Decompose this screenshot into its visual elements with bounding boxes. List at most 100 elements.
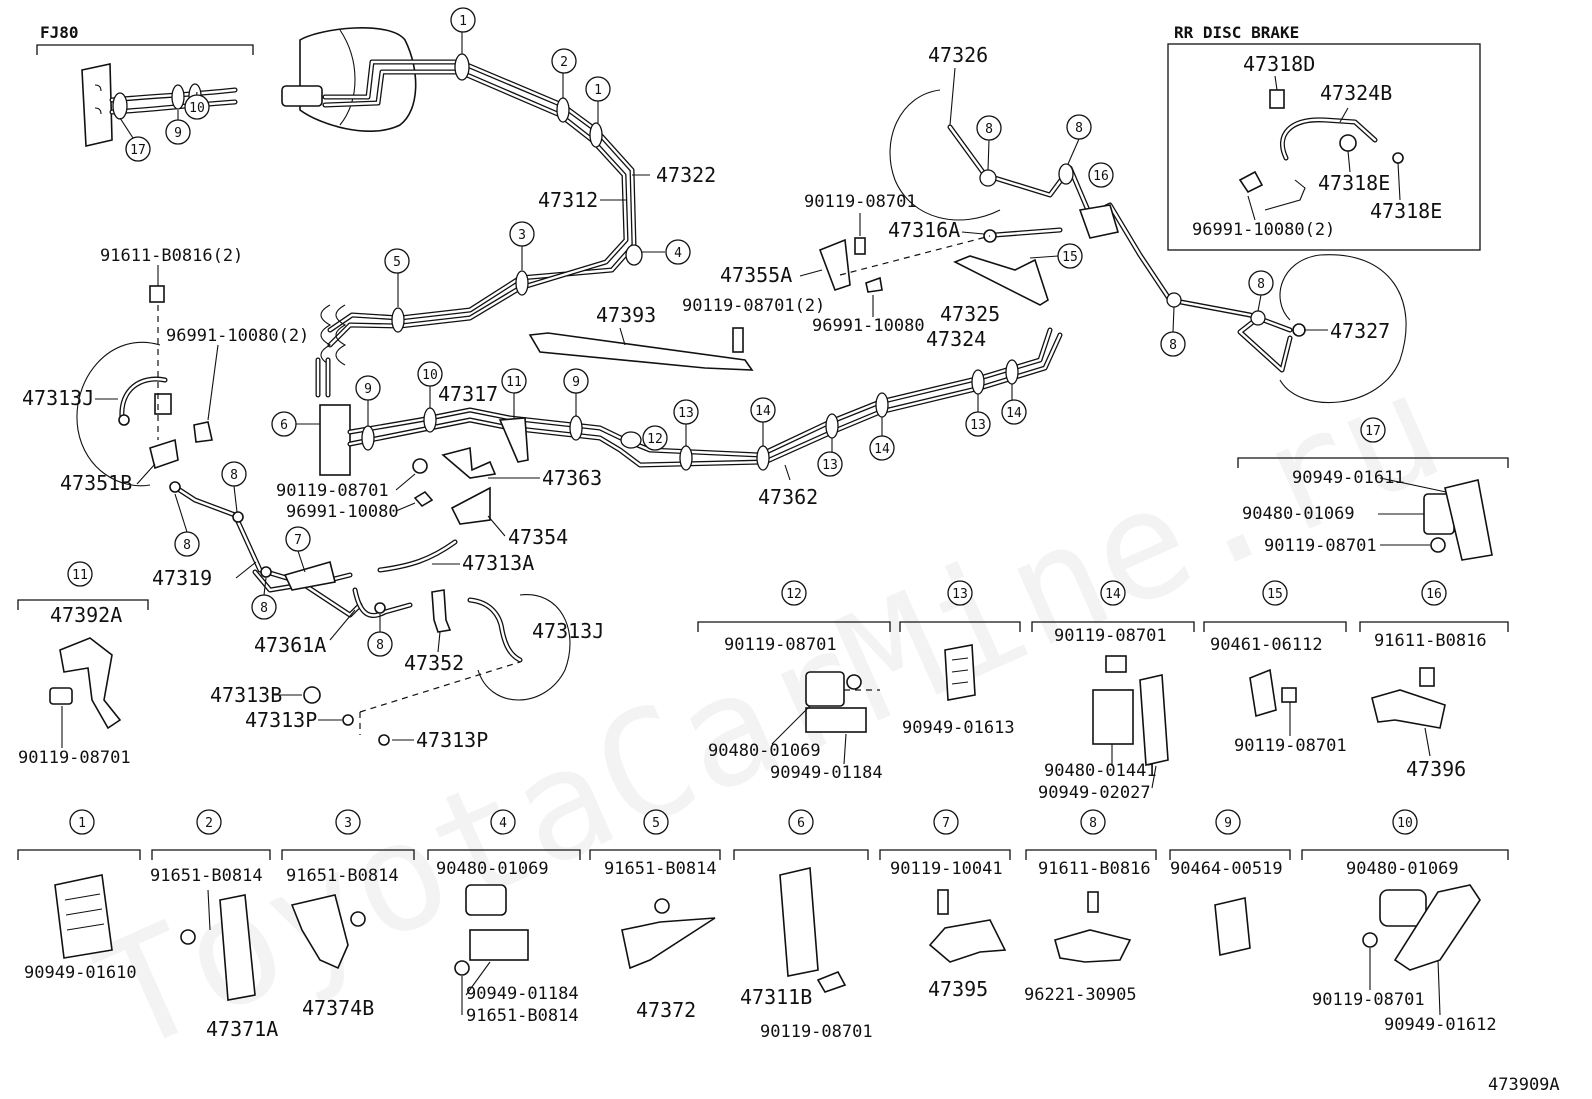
label-47361a: 47361A (254, 633, 326, 657)
part-number-label: 90119-08701 (760, 1022, 873, 1042)
callout-number: 9 (364, 382, 372, 397)
part-number-label: 47311B (740, 985, 812, 1009)
callout-number: 14 (1105, 587, 1121, 602)
callout-number: 15 (1267, 587, 1283, 602)
callout-number: 14 (874, 442, 890, 457)
label-47363: 47363 (542, 466, 602, 490)
label-47327: 47327 (1330, 319, 1390, 343)
callout-number: 8 (1075, 121, 1083, 136)
part-number-label: 90119-08701 (1234, 736, 1347, 756)
label-47313p-2: 47313P (416, 728, 488, 752)
label-47318e-1: 47318E (1318, 171, 1390, 195)
callout-number: 7 (942, 816, 950, 831)
reference-code: 473909A (1488, 1075, 1560, 1095)
group-1: 1 90949-01610 (17, 809, 141, 983)
rear-pipes: 6 9 10 11 9 12 13 14 13 14 13 14 47317 4… (271, 302, 1063, 509)
label-47313j-right: 47313J (532, 619, 604, 643)
part-number-label: 91651-B0814 (150, 866, 263, 886)
group-16: 16 91611-B0816 47396 (1359, 580, 1509, 781)
label-47351b: 47351B (60, 471, 132, 495)
label-47393: 47393 (596, 303, 656, 327)
callout-number: 7 (294, 533, 302, 548)
part-number-label: 47392A (50, 603, 122, 627)
group-17: 17 90949-01611 90480-01069 90119-08701 (1237, 417, 1509, 561)
part-number-label: 47371A (206, 1017, 278, 1041)
front-left-wheel: 91611-B0816(2) 96991-10080(2) 47313J 473… (22, 246, 309, 495)
callout-number: 8 (1169, 338, 1177, 353)
label-47325: 47325 (940, 302, 1000, 326)
callout-number: 47395 (928, 977, 988, 1001)
part-number-label: 90119-08701 (1312, 990, 1425, 1010)
callout-number: 17 (1365, 424, 1381, 439)
label-47316a: 47316A (888, 218, 960, 242)
fj80-inset: FJ80 17 9 10 (36, 23, 254, 162)
label-47324: 47324 (926, 327, 986, 351)
callout-number: 2 (205, 816, 213, 831)
callout-number: 12 (786, 587, 802, 602)
label-47352: 47352 (404, 651, 464, 675)
group-15: 15 90461-06112 90119-08701 (1203, 580, 1347, 756)
label-47317: 47317 (438, 382, 498, 406)
callout-number: 1 (459, 14, 467, 29)
group-8: 8 91611-B0816 96221-30905 (1024, 809, 1157, 1005)
main-brake-pipes: 1 2 1 3 4 5 47322 47312 (315, 7, 716, 398)
callout-number: 11 (506, 375, 522, 390)
callout-number: 5 (652, 816, 660, 831)
part-number-label: 96221-30905 (1024, 985, 1137, 1005)
callout-number: 15 (1062, 250, 1078, 265)
part-number-label: 90949-01612 (1384, 1015, 1497, 1035)
rear-right-brake-area: 8 8 16 8 8 47326 47327 47316A 15 90119-0… (720, 43, 1407, 404)
rr-disc-header: RR DISC BRAKE (1174, 23, 1299, 42)
part-number-label: 90464-00519 (1170, 859, 1283, 879)
group-6: 6 47311B 90119-08701 (733, 809, 873, 1042)
group-4: 4 90480-01069 90949-01184 91651-B0814 (427, 809, 581, 1026)
rear-left-wheel: 47313J 47313B 47313P 47313P (210, 594, 604, 752)
label-47354: 47354 (508, 525, 568, 549)
clamp-47317 (498, 417, 529, 463)
label-47318e-2: 47318E (1370, 199, 1442, 223)
callout-number: 6 (280, 418, 288, 433)
callout-number: 11 (72, 568, 88, 583)
left-flex-hoses: 8 8 7 8 8 47319 47361A 47313A 47352 (152, 461, 534, 675)
callout-number: 8 (260, 601, 268, 616)
callout-number: 16 (1093, 169, 1109, 184)
group-14: 14 90119-08701 90480-01441 90949-02027 (1031, 580, 1195, 803)
heat-shield-47393: 47393 90119-08701(2) (528, 296, 825, 371)
callout-number: 3 (518, 228, 526, 243)
brake-booster (281, 27, 417, 132)
label-47313p-1: 47313P (245, 708, 317, 732)
callout-number: 3 (344, 816, 352, 831)
part-number-label: 91611-B0816 (1374, 631, 1487, 651)
callout-number: 9 (174, 126, 182, 141)
label-96991-mid: 96991-10080 (286, 502, 399, 522)
label-47312: 47312 (538, 188, 598, 212)
part-number-label: 90119-08701 (1264, 536, 1377, 556)
part-number-label: 90949-02027 (1038, 783, 1151, 803)
part-number-label: 91651-B0814 (286, 866, 399, 886)
group-3: 3 91651-B0814 47374B (281, 809, 415, 1020)
label-47319: 47319 (152, 566, 212, 590)
group-9: 9 90464-00519 (1169, 809, 1291, 956)
callout-number: 13 (952, 587, 968, 602)
label-47322: 47322 (656, 163, 716, 187)
label-47313j-left: 47313J (22, 386, 94, 410)
label-47324b: 47324B (1320, 81, 1392, 105)
group-5: 5 91651-B0814 47372 (589, 809, 721, 1022)
callout-number: 4 (674, 246, 682, 261)
callout-number: 10 (422, 368, 438, 383)
label-90119-a: 90119-08701 (804, 192, 917, 212)
part-number-label: 90949-01610 (24, 963, 137, 983)
fj80-bracket (81, 63, 113, 147)
label-47313b: 47313B (210, 683, 282, 707)
part-number-label: 90119-08701 (724, 635, 837, 655)
label-96991-c: 96991-10080 (812, 316, 925, 336)
part-number-label: 90119-10041 (890, 859, 1003, 879)
label-47362: 47362 (758, 485, 818, 509)
callout-number: 13 (822, 458, 838, 473)
callout-number: 14 (755, 404, 771, 419)
callout-number: 8 (985, 122, 993, 137)
label-47326: 47326 (928, 43, 988, 67)
callout-number: 10 (189, 101, 205, 116)
callout-number: 2 (560, 55, 568, 70)
